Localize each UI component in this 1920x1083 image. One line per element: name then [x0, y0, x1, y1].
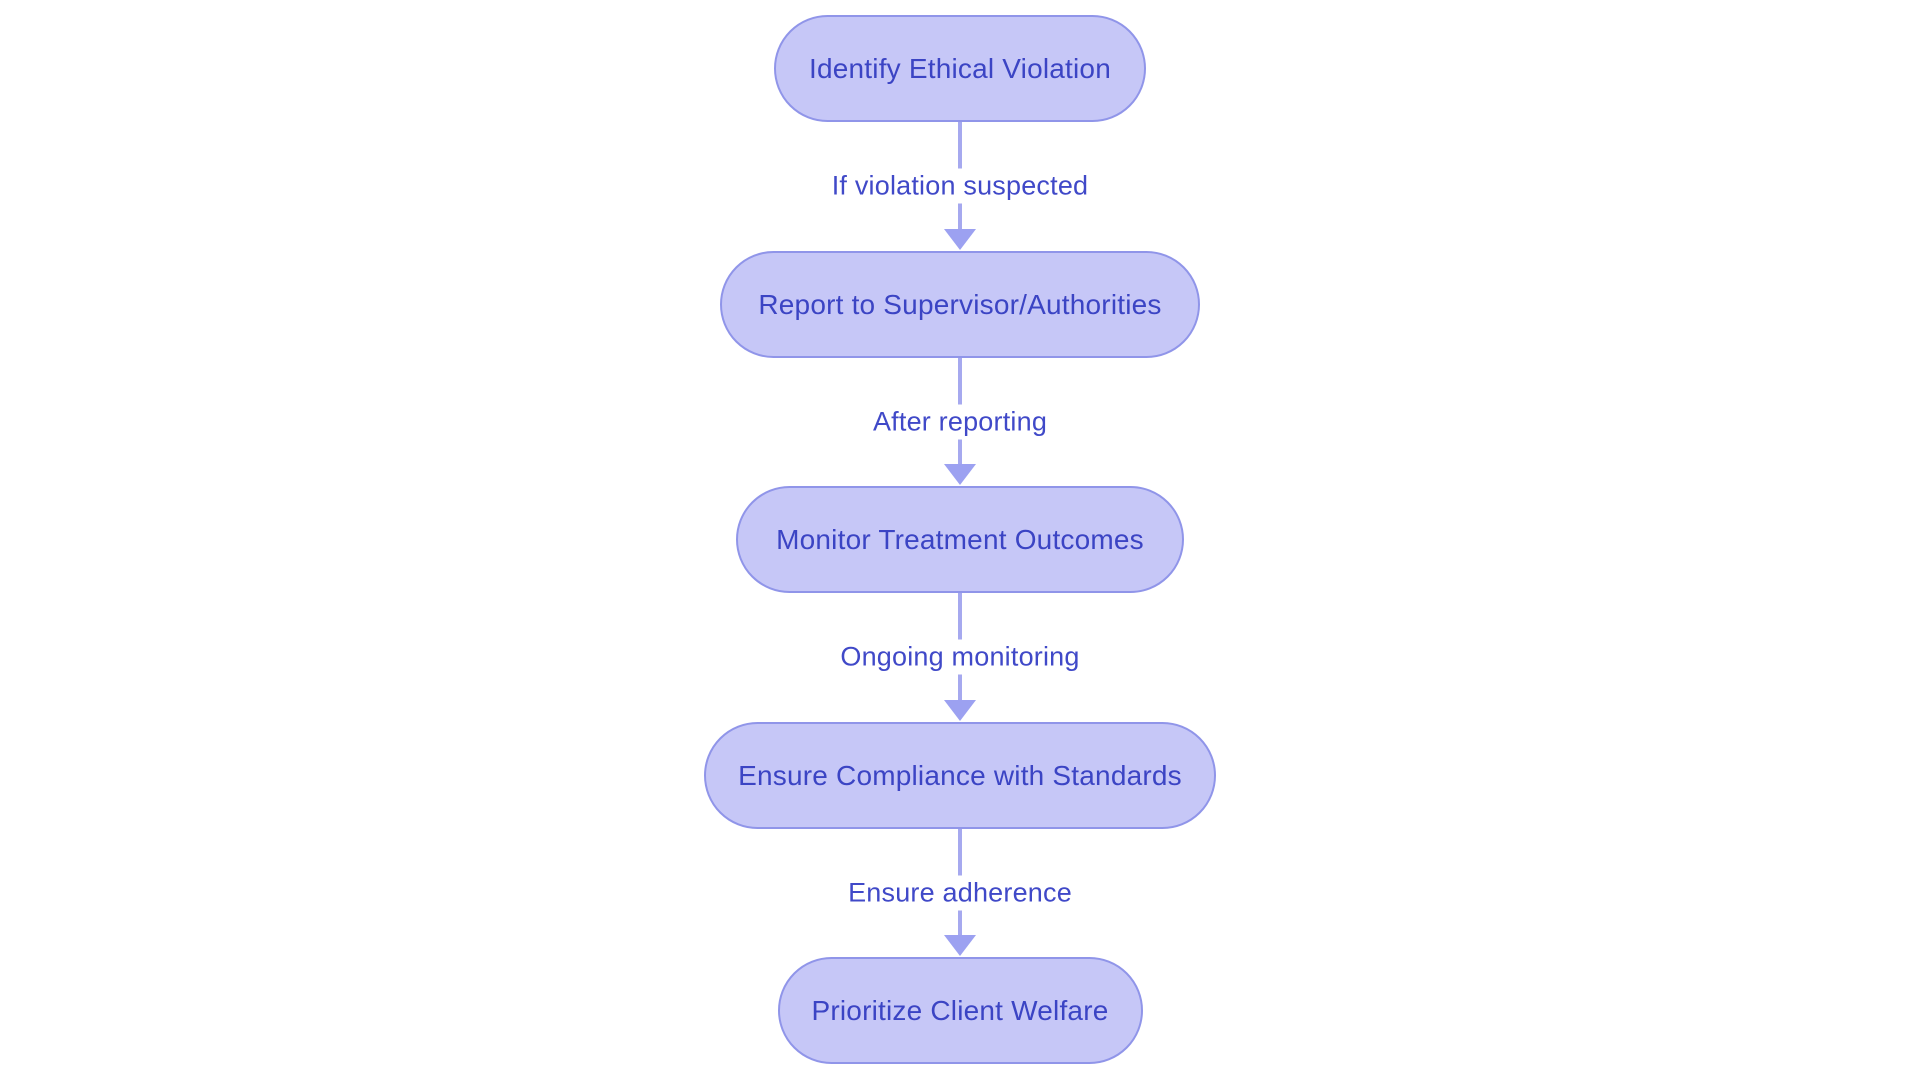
arrowhead-down-icon: [944, 229, 976, 250]
flow-node-label: Monitor Treatment Outcomes: [776, 523, 1144, 555]
flow-node-monitor-treatment-outcomes: Monitor Treatment Outcomes: [736, 486, 1184, 593]
arrowhead-down-icon: [944, 700, 976, 721]
flow-node-report-to-supervisor-authorities: Report to Supervisor/Authorities: [720, 251, 1200, 358]
flow-node-label: Report to Supervisor/Authorities: [758, 288, 1162, 320]
flow-node-label: Prioritize Client Welfare: [811, 994, 1109, 1026]
arrowhead-down-icon: [944, 935, 976, 956]
flow-node-label: Identify Ethical Violation: [809, 52, 1111, 84]
flow-node-label: Ensure Compliance with Standards: [738, 759, 1182, 791]
flow-node-ensure-compliance-with-standards: Ensure Compliance with Standards: [704, 722, 1216, 829]
edge-label-identify-ethical-violation-to-report-to-supervisor-authorities: If violation suspected: [821, 168, 1099, 204]
edge-label-ensure-compliance-with-standards-to-prioritize-client-welfare: Ensure adherence: [838, 875, 1082, 910]
edge-label-report-to-supervisor-authorities-to-monitor-treatment-outcomes: After reporting: [862, 404, 1058, 439]
flow-node-identify-ethical-violation: Identify Ethical Violation: [774, 15, 1146, 122]
edge-label-monitor-treatment-outcomes-to-ensure-compliance-with-standards: Ongoing monitoring: [830, 639, 1090, 675]
flow-node-prioritize-client-welfare: Prioritize Client Welfare: [777, 957, 1143, 1064]
arrowhead-down-icon: [944, 464, 976, 485]
